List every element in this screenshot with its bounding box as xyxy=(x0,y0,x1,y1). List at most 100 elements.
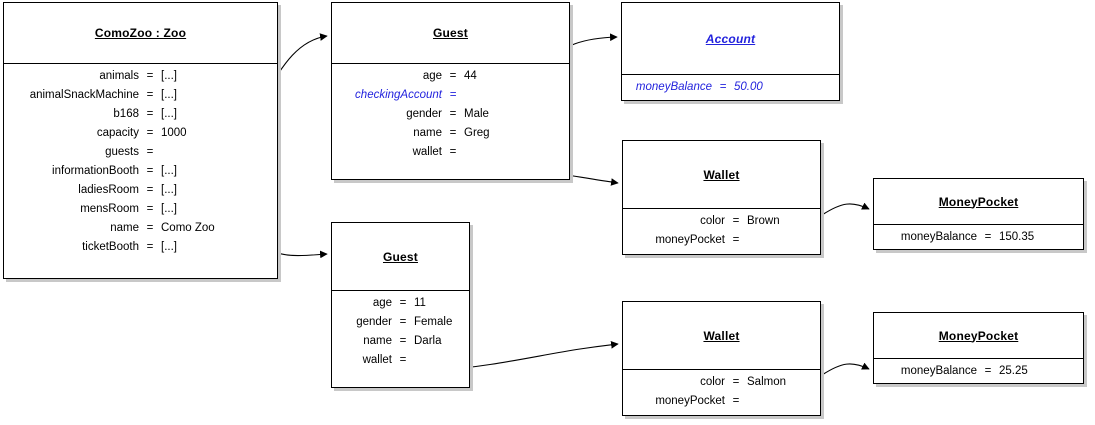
attribute-row: name = Darla xyxy=(332,334,469,353)
attribute-name: moneyBalance xyxy=(900,231,977,243)
attribute-name: moneyPocket xyxy=(655,234,725,246)
attribute-name: ticketBooth xyxy=(82,241,139,253)
object-title-comozoo: ComoZoo : Zoo xyxy=(94,26,187,40)
attribute-value: 44 xyxy=(464,70,477,82)
attribute-equals: = xyxy=(732,395,740,407)
object-attributes-account: moneyBalance=50.00 xyxy=(622,75,839,99)
attribute-row: moneyBalance=25.25 xyxy=(874,364,1083,383)
object-title-wallet-salmon: Wallet xyxy=(703,328,740,343)
attribute-equals: = xyxy=(399,354,407,366)
object-attributes-moneypocket-25: moneyBalance=25.25 xyxy=(874,359,1083,383)
attribute-equals: = xyxy=(399,316,407,328)
attribute-name: color xyxy=(700,215,725,227)
attribute-equals: = xyxy=(146,89,154,101)
attribute-name: age xyxy=(422,70,442,82)
attribute-name: ladiesRoom xyxy=(78,184,139,196)
attribute-equals: = xyxy=(399,335,407,347)
attribute-name: name xyxy=(110,222,139,234)
attribute-name: checkingAccount xyxy=(355,89,442,101)
attribute-name: name xyxy=(413,127,442,139)
attribute-equals: = xyxy=(449,70,457,82)
attribute-name: b168 xyxy=(113,108,139,120)
attribute-row: wallet= xyxy=(332,145,569,164)
attribute-row: name = Greg xyxy=(332,126,569,145)
attribute-value: 11 xyxy=(414,297,426,309)
attribute-equals: = xyxy=(146,108,154,120)
attribute-row: checkingAccount = xyxy=(332,88,569,107)
attribute-row: age = 11 xyxy=(332,296,469,315)
attribute-value: 1000 xyxy=(161,127,187,139)
attribute-equals: = xyxy=(449,127,457,139)
attribute-row: moneyBalance=50.00 xyxy=(622,80,839,99)
object-divider-comozoo xyxy=(4,63,277,64)
attribute-row: gender=Male xyxy=(332,107,569,126)
attribute-row: age = 44 xyxy=(332,69,569,88)
attribute-row: animals=[...] xyxy=(4,69,277,88)
object-divider-moneypocket-25 xyxy=(874,358,1083,359)
attribute-equals: = xyxy=(146,70,154,82)
attribute-row: mensRoom=[...] xyxy=(4,202,277,221)
attribute-equals: = xyxy=(449,146,457,158)
object-title-moneypocket-25: MoneyPocket xyxy=(938,328,1019,343)
object-box-moneypocket-150[interactable]: MoneyPocket moneyBalance = 150.35 xyxy=(873,178,1084,250)
object-header-comozoo: ComoZoo : Zoo xyxy=(4,3,277,63)
object-title-moneypocket-150: MoneyPocket xyxy=(938,194,1019,209)
object-divider-wallet-salmon xyxy=(623,369,820,370)
attribute-value: Como Zoo xyxy=(161,222,215,234)
attribute-value: Brown xyxy=(747,215,780,227)
attribute-equals: = xyxy=(732,234,740,246)
attribute-name: age xyxy=(372,297,392,309)
object-title-guest-greg: Guest xyxy=(432,26,468,40)
attribute-row: capacity = 1000 xyxy=(4,126,277,145)
attribute-row: color=Salmon xyxy=(623,375,820,394)
attribute-equals: = xyxy=(399,297,407,309)
attribute-equals: = xyxy=(146,127,154,139)
object-divider-wallet-brown xyxy=(623,208,820,209)
attribute-value: Salmon xyxy=(747,376,786,388)
attribute-equals: = xyxy=(146,184,154,196)
attribute-value: Darla xyxy=(414,335,442,347)
object-box-guest-darla[interactable]: Guest age = 11 gender = Female name = Darla wallet… xyxy=(331,222,470,388)
attribute-row: informationBooth=[...] xyxy=(4,164,277,183)
attribute-value: Female xyxy=(414,316,453,328)
attribute-row: moneyPocket = xyxy=(623,233,820,252)
attribute-value: 50.00 xyxy=(734,81,763,93)
attribute-equals: = xyxy=(732,215,740,227)
attribute-value: 150.35 xyxy=(999,231,1035,243)
attribute-value: [...] xyxy=(161,165,177,177)
attribute-value: Male xyxy=(464,108,489,120)
attribute-equals: = xyxy=(449,108,457,120)
attribute-row: color = Brown xyxy=(623,214,820,233)
attribute-equals: = xyxy=(146,146,154,158)
attribute-row: moneyPocket= xyxy=(623,394,820,413)
attribute-row: ladiesRoom=[...] xyxy=(4,183,277,202)
object-header-guest-greg: Guest xyxy=(332,3,569,63)
object-header-account: Account xyxy=(622,3,839,74)
attribute-row: moneyBalance = 150.35 xyxy=(874,230,1083,249)
attribute-name: capacity xyxy=(96,127,139,139)
attribute-row: wallet = xyxy=(332,353,469,372)
object-box-moneypocket-25[interactable]: MoneyPocket moneyBalance=25.25 xyxy=(873,312,1084,384)
attribute-value: 25.25 xyxy=(999,365,1028,377)
attribute-equals: = xyxy=(146,203,154,215)
attribute-value: [...] xyxy=(161,241,177,253)
attribute-row: name=Como Zoo xyxy=(4,221,277,240)
attribute-name: wallet xyxy=(362,354,392,366)
attribute-name: gender xyxy=(356,316,392,328)
attribute-equals: = xyxy=(732,376,740,388)
attribute-equals: = xyxy=(449,89,457,101)
object-title-guest-darla: Guest xyxy=(382,249,418,264)
attribute-value: [...] xyxy=(161,70,177,82)
attribute-value: Greg xyxy=(464,127,490,139)
object-attributes-moneypocket-150: moneyBalance = 150.35 xyxy=(874,225,1083,249)
attribute-value: [...] xyxy=(161,108,177,120)
attribute-equals: = xyxy=(719,81,727,93)
attribute-name: name xyxy=(363,335,392,347)
attribute-equals: = xyxy=(984,231,992,243)
